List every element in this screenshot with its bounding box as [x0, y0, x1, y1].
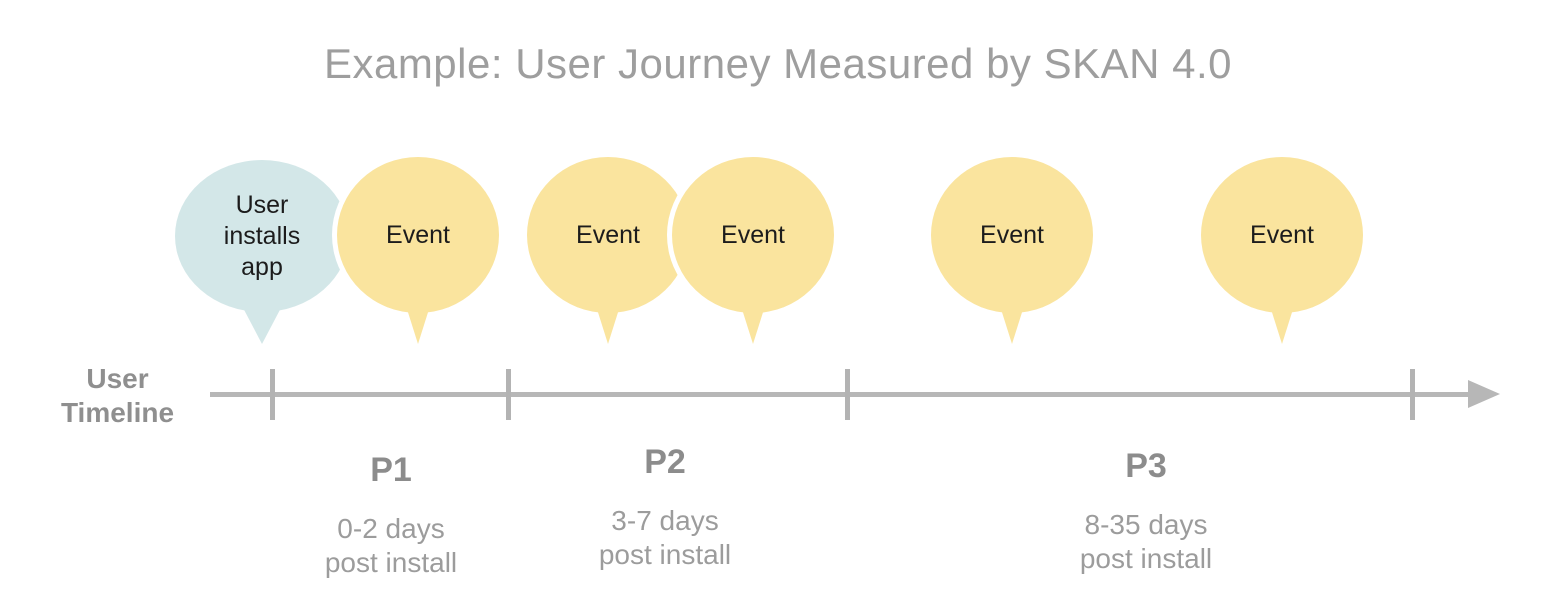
install-bubble-tail	[241, 304, 283, 344]
user-timeline-label-line1: User	[86, 363, 149, 394]
event-bubble-tail	[596, 306, 620, 344]
period-name: P1	[370, 451, 412, 489]
period-range: 3-7 days	[611, 505, 719, 536]
period-name: P3	[1125, 447, 1167, 485]
timeline-tick-1	[270, 369, 275, 420]
period-range: 8-35 days	[1084, 509, 1208, 540]
event-bubble-circle	[672, 157, 834, 313]
event-bubble-3: Event	[672, 157, 834, 351]
event-bubble-circle	[527, 157, 689, 313]
install-bubble-label: User installs app	[223, 190, 301, 281]
period-detail: post install	[598, 539, 732, 570]
event-bubble-tail	[1270, 306, 1294, 344]
event-bubble-tail	[406, 306, 430, 344]
event-bubble-tail	[1000, 306, 1024, 344]
install-bubble: User installs app	[175, 160, 349, 348]
event-bubble-5: Event	[1201, 157, 1363, 351]
event-bubble-label: Event	[576, 220, 640, 249]
event-bubble-1: Event	[337, 157, 499, 351]
event-bubble-circle	[337, 157, 499, 313]
timeline-tick-2	[506, 369, 511, 420]
event-bubble-label: Event	[386, 220, 450, 249]
period-range: 0-2 days	[337, 513, 445, 544]
event-bubble-4: Event	[931, 157, 1093, 351]
period-detail: post install	[1079, 543, 1213, 574]
user-timeline-label-line2: Timeline	[60, 397, 175, 428]
period-p3: P3 8-35 days post install	[996, 448, 1296, 576]
event-bubble-label: Event	[980, 220, 1044, 249]
event-bubble-tail	[741, 306, 765, 344]
period-detail: post install	[324, 547, 458, 578]
event-bubble-2: Event	[527, 157, 689, 351]
timeline-tick-4	[1410, 369, 1415, 420]
event-bubble-circle	[1201, 157, 1363, 313]
event-bubble-label: Event	[721, 220, 785, 249]
user-timeline-label: User Timeline	[40, 362, 195, 430]
event-bubble-label: Event	[1250, 220, 1314, 249]
diagram-title: Example: User Journey Measured by SKAN 4…	[323, 40, 1233, 87]
period-p2: P2 3-7 days post install	[515, 444, 815, 572]
timeline-arrowhead-icon	[1468, 380, 1500, 408]
timeline-axis	[210, 392, 1472, 397]
event-bubble-circle	[931, 157, 1093, 313]
period-p1: P1 0-2 days post install	[241, 452, 541, 580]
timeline-tick-3	[845, 369, 850, 420]
install-bubble-circle	[175, 160, 349, 312]
period-name: P2	[644, 443, 686, 481]
